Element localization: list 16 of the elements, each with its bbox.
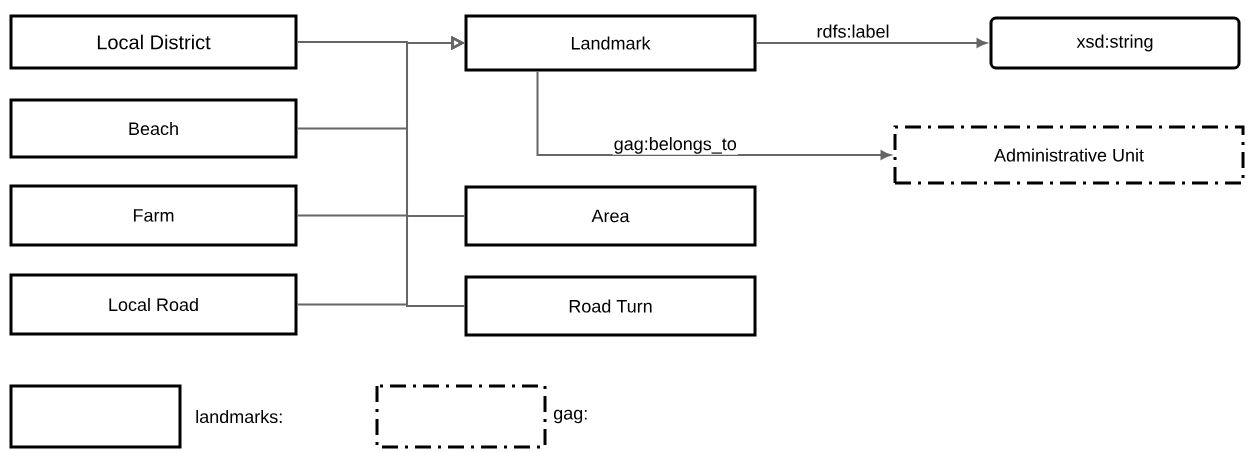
class-box: Landmark [464, 14, 757, 72]
class-box: Beach [9, 98, 298, 159]
external-class-box: Administrative Unit [893, 125, 1245, 185]
arrow [406, 36, 466, 307]
datatype-box: xsd:string [989, 16, 1241, 70]
edge-label: gag:belongs_to [612, 136, 738, 155]
class-box: Local District [9, 14, 298, 70]
class-box: Area [464, 185, 757, 247]
arrow [536, 70, 891, 160]
arrow [755, 38, 987, 48]
class-box: Road Turn [464, 275, 757, 337]
class-box: Local Road [9, 273, 298, 336]
legend-label: landmarks: [196, 409, 282, 424]
class-box: Farm [9, 184, 298, 247]
edge-label: rdfs:label [815, 23, 891, 39]
legend-label: gag: [553, 409, 587, 424]
